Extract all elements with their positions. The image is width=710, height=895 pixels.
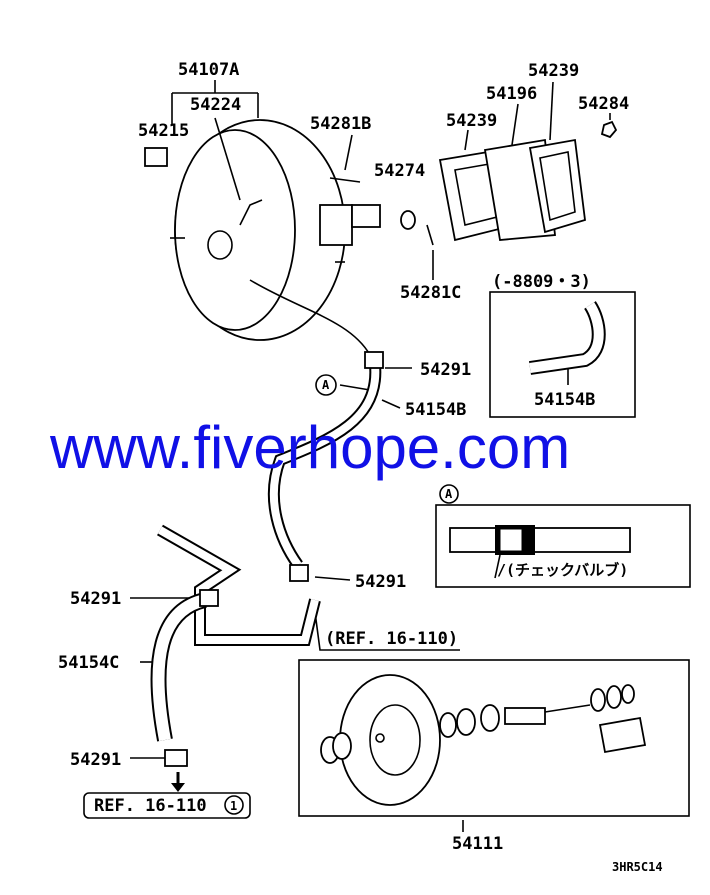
label-54291-middle: 54291	[355, 572, 406, 592]
label-54224: 54224	[190, 95, 241, 115]
diagram-code: 3HR5C14	[612, 860, 663, 874]
check-valve-box	[435, 504, 691, 588]
label-54111: 54111	[452, 834, 503, 854]
inset-hose-box	[489, 291, 636, 418]
gaskets	[329, 120, 618, 246]
label-54291-left: 54291	[70, 589, 121, 609]
watermark: www.fiverhope.com	[49, 414, 570, 481]
label-54284: 54284	[578, 94, 629, 114]
check-valve-label: /(チェックバルブ)	[497, 561, 628, 579]
label-54274: 54274	[374, 161, 425, 181]
ref-lower: REF. 16-110	[94, 796, 207, 816]
brake-booster	[144, 119, 381, 341]
label-54107a: 54107A	[178, 60, 239, 80]
master-cylinder-box	[298, 659, 690, 817]
label-54281c: 54281C	[400, 283, 461, 303]
callout-a: A	[322, 378, 330, 392]
label-54215: 54215	[138, 121, 189, 141]
label-54291-bottom: 54291	[70, 750, 121, 770]
label-54291-upper: 54291	[420, 360, 471, 380]
label-54239-left: 54239	[446, 111, 497, 131]
label-54154c: 54154C	[58, 653, 119, 673]
label-54154b: 54154B	[405, 400, 466, 420]
label-54196: 54196	[486, 84, 537, 104]
label-54154b-inset: 54154B	[534, 390, 595, 410]
inset-note: (-8809・3)	[492, 272, 591, 292]
vacuum-hoses	[150, 279, 384, 792]
label-54239-top: 54239	[528, 61, 579, 81]
label-54281b: 54281B	[310, 114, 371, 134]
ref-upper: (REF. 16-110)	[325, 629, 458, 649]
ref-lower-num: 1	[230, 799, 237, 813]
callout-a-2: A	[445, 487, 453, 501]
